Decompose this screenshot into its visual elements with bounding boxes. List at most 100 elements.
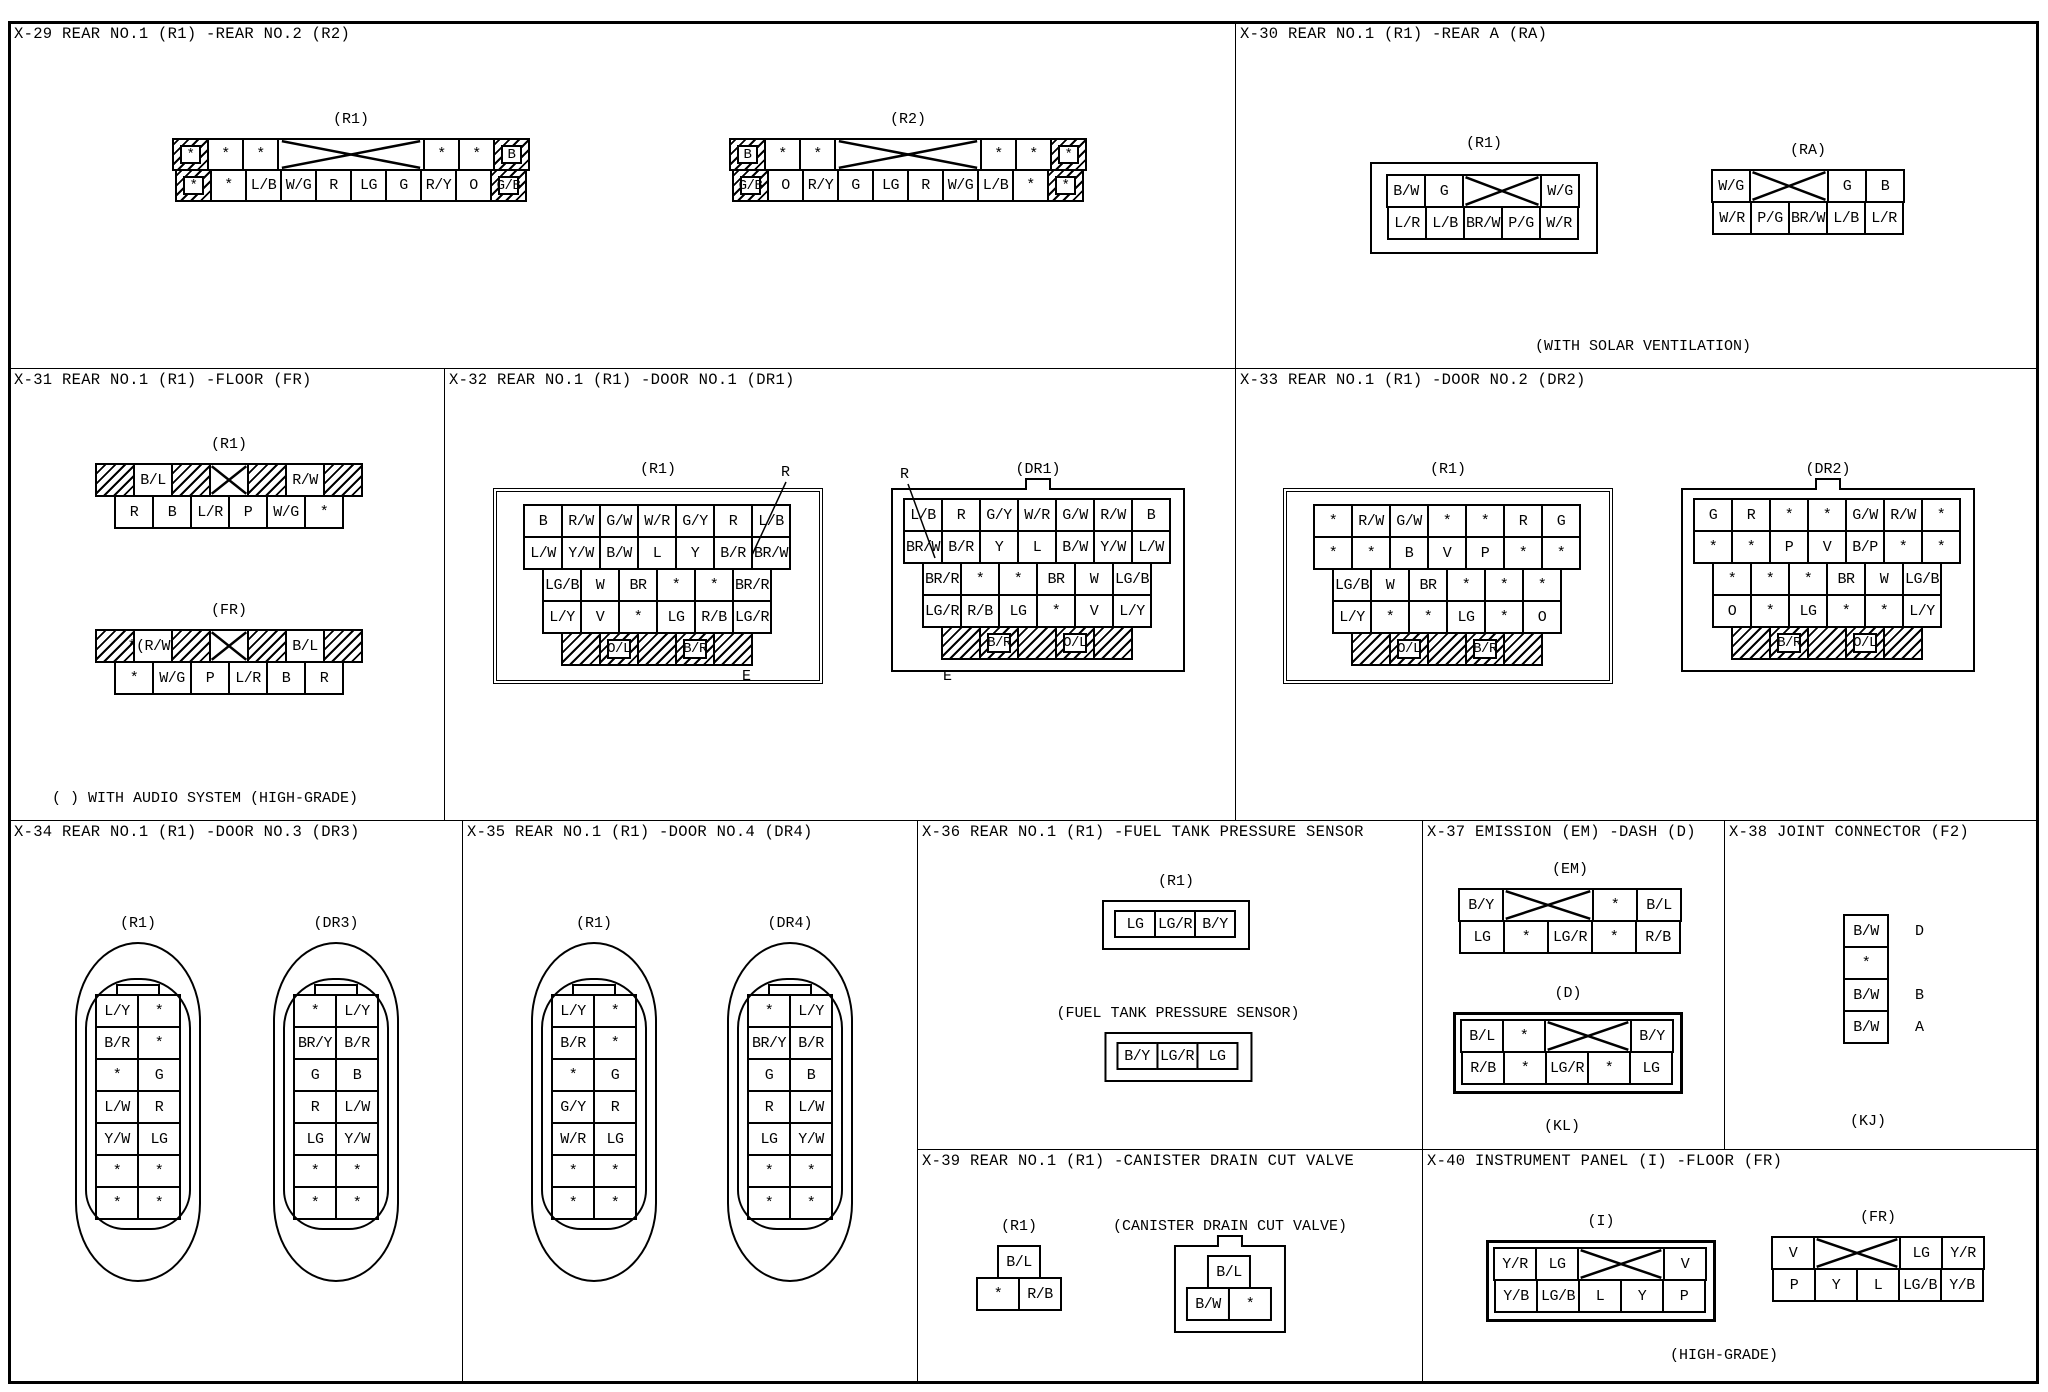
terminal-wire-color: LG	[1899, 1236, 1943, 1270]
terminal-wire-color: *	[95, 1154, 139, 1188]
terminal-wire-color: *	[137, 1026, 181, 1060]
terminal-wire-color: R/W	[1883, 498, 1923, 532]
terminal-wire-color: R	[114, 495, 154, 529]
terminal-wire-color: *	[95, 1058, 139, 1092]
terminal-wire-color: Y/R	[1493, 1247, 1537, 1281]
terminal-wire-color: LG	[1788, 594, 1828, 628]
pin-row: **	[95, 1186, 181, 1220]
terminal-wire-color: *	[1058, 145, 1079, 164]
terminal-wire-color: R	[315, 169, 352, 202]
terminal-wire-color: LG	[1535, 1247, 1579, 1281]
pin-row: **	[293, 1186, 379, 1220]
terminal-wire-color: L/W	[95, 1090, 139, 1124]
connector-label: (R1)	[1465, 135, 1502, 152]
terminal-wire-color: *	[1591, 920, 1637, 954]
terminal-wire-color: BR/Y	[293, 1026, 337, 1060]
terminal-wire-color: *	[1769, 498, 1809, 532]
pin-row: *(R/W)B/L	[95, 629, 363, 663]
terminal-wire-color: Y/B	[1940, 1268, 1984, 1302]
terminal-wire-color: L/W	[523, 536, 563, 570]
terminal-wire-color: *	[1055, 176, 1076, 195]
connector-label: (R1)	[210, 436, 247, 453]
terminal-wire-color: B/Y	[1458, 888, 1504, 922]
terminal-wire-color: B/L	[133, 463, 173, 497]
terminal-wire-color: L/B	[1826, 201, 1866, 235]
terminal-wire-color: V	[1074, 594, 1114, 628]
hatched-terminal: G/B	[732, 169, 769, 202]
terminal-wire-color: LG/R	[922, 594, 962, 628]
terminal-wire-color: R/B	[1018, 1277, 1062, 1311]
terminal-wire-color: P	[1769, 530, 1809, 564]
connector-label: (CANISTER DRAIN CUT VALVE)	[1112, 1218, 1348, 1235]
terminal-wire-color: *	[656, 568, 696, 602]
terminal-wire-color: O/L	[1063, 633, 1087, 653]
terminal-wire-color: B	[1389, 536, 1429, 570]
hatched-terminal: *	[172, 138, 209, 171]
terminal-wire-color: *	[1227, 1287, 1272, 1321]
hatched-terminal: B/R	[675, 632, 715, 666]
panel-title: X-35 REAR NO.1 (R1) -DOOR NO.4 (DR4)	[467, 823, 813, 841]
terminal-wire-color: L/B	[1425, 206, 1465, 240]
terminal-wire-color: B	[737, 145, 758, 164]
terminal-wire-color: Y/W	[561, 536, 601, 570]
terminal-wire-color: LG/B	[1112, 562, 1152, 596]
terminal-wire-color: G	[747, 1058, 791, 1092]
pin-row: **	[95, 1154, 181, 1188]
terminal-wire-color: LG	[1459, 920, 1505, 954]
terminal-wire-color: P	[1662, 1279, 1706, 1313]
hatched-lock-area	[1093, 626, 1133, 660]
terminal-wire-color: R	[1731, 498, 1771, 532]
terminal-wire-color: B/P	[1845, 530, 1885, 564]
terminal-wire-color: B/W	[1843, 914, 1889, 948]
terminal-wire-color: G/W	[599, 504, 639, 538]
terminal-wire-color: W	[1864, 562, 1904, 596]
terminal-wire-color: *	[789, 1186, 833, 1220]
terminal-wire-color: B	[501, 145, 522, 164]
pin-row: B/Y*B/L	[1458, 888, 1682, 922]
blank-cavity	[1502, 888, 1594, 922]
terminal-wire-color: *	[423, 138, 460, 171]
terminal-wire-color: *	[1921, 530, 1961, 564]
terminal-wire-color: LG	[998, 594, 1038, 628]
pin-row: B/L	[997, 1245, 1041, 1279]
terminal-wire-color: *	[789, 1154, 833, 1188]
terminal-wire-color: LG	[872, 169, 909, 202]
panel-title: X-37 EMISSION (EM) -DASH (D)	[1427, 823, 1696, 841]
pin-row: O*LG**L/Y	[1712, 594, 1942, 628]
terminal-wire-color: *	[593, 994, 637, 1028]
note-audio-system: ( ) WITH AUDIO SYSTEM (HIGH-GRADE)	[52, 790, 359, 807]
terminal-wire-color: LG	[1114, 910, 1156, 938]
terminal-wire-color: LG/R	[1155, 1042, 1198, 1070]
terminal-wire-color: G	[593, 1058, 637, 1092]
terminal-wire-color: R	[304, 661, 344, 695]
terminal-wire-color: R/Y	[802, 169, 839, 202]
terminal-wire-color: G/W	[1389, 504, 1429, 538]
terminal-wire-color: P	[190, 661, 230, 695]
terminal-wire-color: R/B	[1635, 920, 1681, 954]
terminal-wire-color: P	[1465, 536, 1505, 570]
terminal-wire-color: *	[304, 495, 344, 529]
pin-letter: D	[1915, 923, 1925, 940]
terminal-wire-color: LG/R	[732, 600, 772, 634]
terminal-wire-color: W/G	[1540, 174, 1580, 208]
panel-title: X-31 REAR NO.1 (R1) -FLOOR (FR)	[14, 371, 312, 389]
terminal-wire-color: *	[1502, 1019, 1546, 1053]
